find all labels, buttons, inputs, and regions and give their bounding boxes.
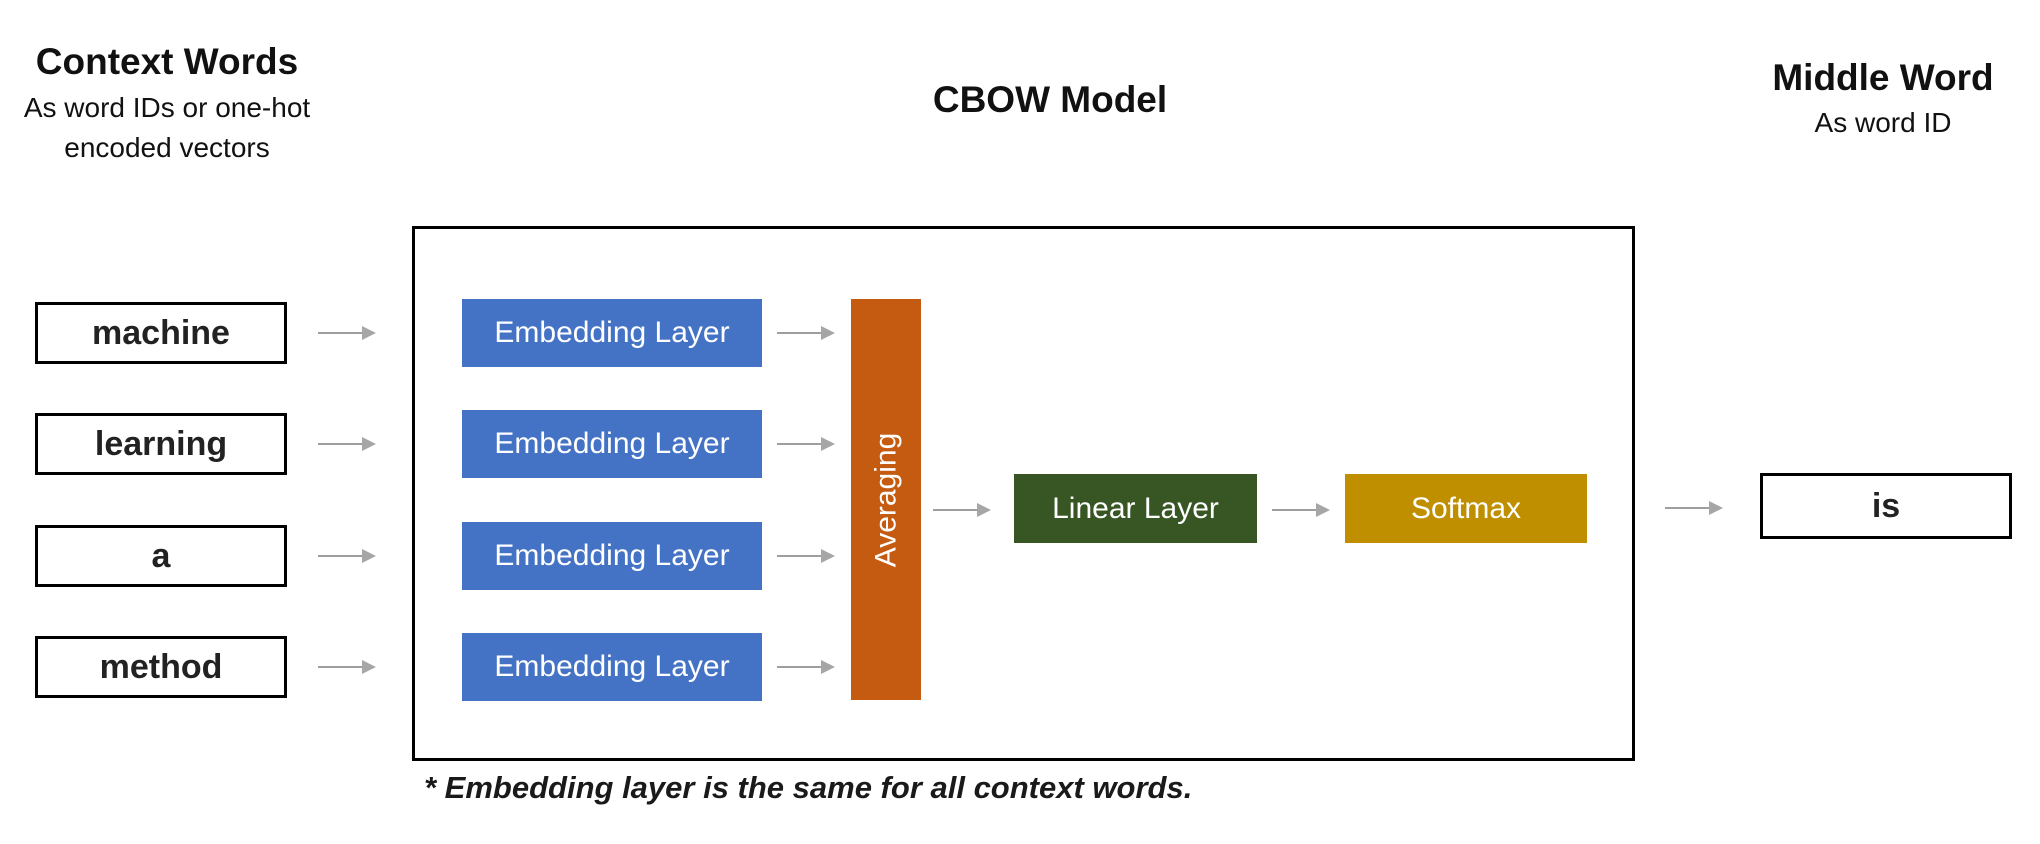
arrow-icon [318,437,376,451]
arrow-shaft [1665,507,1711,509]
arrow-head-icon [821,660,835,674]
arrow-icon [777,437,835,451]
arrow-shaft [777,443,823,445]
middle-word-box: is [1760,473,2012,539]
context-words-subtitle-line1: As word IDs or one-hot [23,92,311,123]
arrow-shaft [777,666,823,668]
context-words-title: Context Words [35,41,299,82]
cbow-model-container [412,226,1635,761]
arrow-head-icon [977,503,991,517]
arrow-icon [777,660,835,674]
arrow-shaft [318,555,364,557]
arrow-shaft [933,509,979,511]
linear-layer-box: Linear Layer [1014,474,1257,543]
middle-word-title: Middle Word [1772,57,1994,98]
arrow-icon [777,549,835,563]
footnote: * Embedding layer is the same for all co… [424,770,1193,805]
middle-word-subtitle: As word ID [1814,107,1952,138]
averaging-label: Averaging [869,432,903,567]
arrow-icon [933,503,991,517]
arrow-head-icon [362,326,376,340]
arrow-head-icon [821,326,835,340]
arrow-shaft [318,666,364,668]
context-word-box-2: learning [35,413,287,475]
embedding-layer-box-1: Embedding Layer [462,299,762,367]
embedding-layer-box-4: Embedding Layer [462,633,762,701]
context-words-subtitle-line2: encoded vectors [64,132,270,163]
arrow-head-icon [362,437,376,451]
context-word-box-4: method [35,636,287,698]
embedding-layer-box-2: Embedding Layer [462,410,762,478]
arrow-head-icon [1316,503,1330,517]
arrow-shaft [318,443,364,445]
arrow-head-icon [362,660,376,674]
averaging-box: Averaging [851,299,921,700]
arrow-icon [777,326,835,340]
arrow-icon [318,660,376,674]
arrow-icon [318,326,376,340]
arrow-shaft [777,555,823,557]
embedding-layer-box-3: Embedding Layer [462,522,762,590]
arrow-shaft [318,332,364,334]
arrow-icon [1665,501,1723,515]
arrow-shaft [1272,509,1318,511]
context-words-subtitle: As word IDs or one-hot encoded vectors [17,88,317,168]
arrow-head-icon [821,437,835,451]
arrow-icon [1272,503,1330,517]
context-word-box-3: a [35,525,287,587]
arrow-shaft [777,332,823,334]
softmax-box: Softmax [1345,474,1587,543]
arrow-head-icon [362,549,376,563]
cbow-model-title: CBOW Model [932,79,1168,120]
context-word-box-1: machine [35,302,287,364]
arrow-icon [318,549,376,563]
arrow-head-icon [821,549,835,563]
arrow-head-icon [1709,501,1723,515]
